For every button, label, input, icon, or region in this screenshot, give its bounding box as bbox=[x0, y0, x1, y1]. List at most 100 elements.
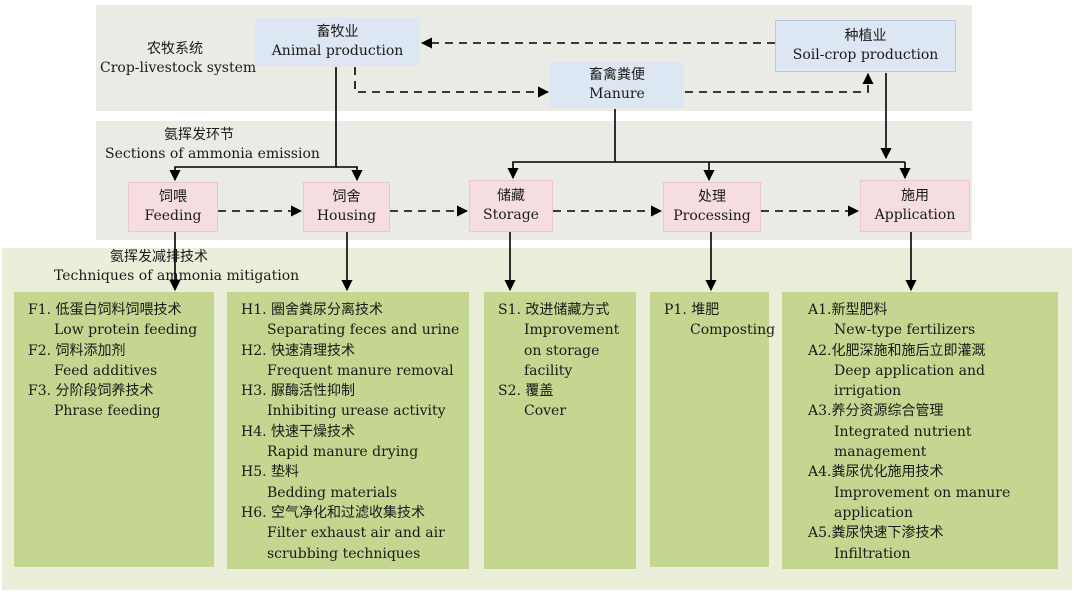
feeding-tech-item: F1. 低蛋白饲料饲喂技术 Low protein feeding bbox=[28, 300, 208, 341]
tech-en: Infiltration bbox=[834, 545, 911, 562]
tech-code: S1. bbox=[498, 302, 521, 318]
tech-code: H2. bbox=[241, 342, 267, 359]
tech-en: Composting bbox=[690, 322, 776, 339]
tech-code: S2. bbox=[498, 383, 521, 400]
tech-code: F2. bbox=[28, 342, 52, 359]
feeding-tech-item: F2. 饲料添加剂 Feed additives bbox=[28, 341, 208, 382]
application-node: 施用 Application bbox=[860, 180, 970, 232]
tech-code: A2. bbox=[808, 342, 832, 359]
tech-zh: 改进储藏方式 bbox=[525, 302, 610, 318]
feeding-en: Feeding bbox=[144, 208, 202, 224]
storage-zh: 储藏 bbox=[497, 188, 525, 204]
housing-en: Housing bbox=[316, 208, 377, 224]
tech-en: Improvement on storage facility bbox=[524, 322, 620, 379]
manure-zh: 畜禽粪便 bbox=[589, 67, 645, 83]
tech-en: Deep application and irrigation bbox=[834, 362, 985, 400]
tech-en: Cover bbox=[524, 403, 567, 420]
application-en: Application bbox=[874, 207, 956, 223]
storage-en: Storage bbox=[483, 207, 539, 223]
tech-en: Phrase feeding bbox=[54, 403, 161, 420]
arrow-animal-to-manure bbox=[354, 67, 550, 98]
tech-code: H1. bbox=[241, 302, 267, 318]
line-animal-split bbox=[169, 67, 337, 182]
tech-zh: 圈舍粪尿分离技术 bbox=[271, 302, 384, 318]
feeding-techniques-box: F1. 低蛋白饲料饲喂技术 Low protein feeding F2. 饲料添… bbox=[14, 292, 214, 567]
manure-en: Manure bbox=[589, 86, 645, 102]
tech-zh: 快速清理技术 bbox=[271, 342, 356, 359]
application-tech-item: A2.化肥深施和施后立即灌溉 Deep application and irrig… bbox=[808, 341, 1052, 402]
tech-zh: 快速干燥技术 bbox=[271, 423, 356, 440]
housing-tech-item: H4. 快速干燥技术 Rapid manure drying bbox=[241, 422, 463, 463]
tech-zh: 垫料 bbox=[271, 464, 300, 481]
system-label: 农牧系统 Crop-livestock system bbox=[100, 40, 257, 78]
soil-crop-production-zh: 种植业 bbox=[844, 28, 887, 44]
animal-production-en: Animal production bbox=[271, 43, 404, 59]
tech-zh: 养分资源综合管理 bbox=[831, 403, 944, 420]
sections-label-en: Sections of ammonia emission bbox=[105, 146, 320, 162]
feeding-zh: 饲喂 bbox=[159, 189, 187, 205]
tech-zh: 空气净化和过滤收集技术 bbox=[271, 504, 426, 521]
application-zh: 施用 bbox=[901, 188, 929, 204]
animal-production-zh: 畜牧业 bbox=[316, 24, 359, 40]
tech-en: New-type fertilizers bbox=[834, 322, 976, 339]
techniques-label-en: Techniques of ammonia mitigation bbox=[54, 268, 300, 284]
arrow-manure-to-soil bbox=[685, 72, 874, 93]
tech-en: Separating feces and urine bbox=[267, 322, 460, 339]
tech-code: H5. bbox=[241, 464, 267, 481]
tech-code: H6. bbox=[241, 504, 267, 521]
animal-production-node: 畜牧业 Animal production bbox=[255, 18, 420, 66]
tech-zh: 粪尿快速下渗技术 bbox=[831, 525, 944, 542]
tech-en: Bedding materials bbox=[267, 484, 398, 501]
housing-zh: 饲舍 bbox=[332, 189, 361, 205]
housing-tech-item: H1. 圈舍粪尿分离技术 Separating feces and urine bbox=[241, 300, 463, 341]
feeding-tech-item: F3. 分阶段饲养技术 Phrase feeding bbox=[28, 381, 208, 422]
techniques-label: 氨挥发减排技术 Techniques of ammonia mitigation bbox=[54, 248, 300, 286]
tech-code: H4. bbox=[241, 423, 267, 440]
tech-code: A4. bbox=[808, 464, 832, 481]
tech-zh: 饲料添加剂 bbox=[55, 342, 126, 359]
tech-zh: 新型肥料 bbox=[831, 302, 888, 318]
tech-code: A1. bbox=[808, 302, 832, 318]
application-techniques-box: A1.新型肥料 New-type fertilizers A2.化肥深施和施后立即… bbox=[782, 292, 1058, 569]
application-tech-item: A3.养分资源综合管理 Integrated nutrient managemen… bbox=[808, 401, 1052, 462]
tech-zh: 分阶段饲养技术 bbox=[55, 383, 154, 400]
feeding-node: 饲喂 Feeding bbox=[128, 182, 218, 232]
housing-techniques-box: H1. 圈舍粪尿分离技术 Separating feces and urine H… bbox=[227, 292, 469, 569]
tech-en: Feed additives bbox=[54, 362, 158, 379]
tech-zh: 粪尿优化施用技术 bbox=[831, 464, 944, 481]
arrow-to-storage bbox=[507, 161, 905, 180]
processing-en: Processing bbox=[673, 208, 751, 224]
soil-crop-production-en: Soil-crop production bbox=[792, 47, 939, 63]
sections-label-zh: 氨挥发环节 bbox=[164, 127, 234, 143]
tech-zh: 脲酶活性抑制 bbox=[271, 383, 356, 400]
tech-code: A3. bbox=[808, 403, 832, 420]
tech-en: Rapid manure drying bbox=[267, 444, 419, 461]
processing-zh: 处理 bbox=[698, 189, 726, 205]
application-tech-item: A5.粪尿快速下渗技术 Infiltration bbox=[808, 523, 1052, 564]
tech-zh: 低蛋白饲料饲喂技术 bbox=[55, 302, 182, 318]
tech-code: H3. bbox=[241, 383, 267, 400]
techniques-label-zh: 氨挥发减排技术 bbox=[110, 249, 208, 265]
soil-crop-production-node: 种植业 Soil-crop production bbox=[775, 20, 956, 72]
tech-en: Low protein feeding bbox=[54, 322, 198, 339]
tech-zh: 堆肥 bbox=[691, 302, 720, 318]
tech-code: F3. bbox=[28, 383, 52, 400]
tech-en: Improvement on manure application bbox=[834, 484, 1011, 521]
tech-zh: 化肥深施和施后立即灌溉 bbox=[831, 342, 986, 359]
tech-code: A5. bbox=[808, 525, 832, 542]
storage-node: 储藏 Storage bbox=[469, 180, 553, 232]
manure-node: 畜禽粪便 Manure bbox=[550, 62, 684, 108]
tech-code: F1. bbox=[28, 302, 52, 318]
system-label-zh: 农牧系统 bbox=[147, 41, 203, 57]
housing-node: 饲舍 Housing bbox=[303, 182, 390, 232]
tech-en: Integrated nutrient management bbox=[834, 423, 972, 461]
processing-node: 处理 Processing bbox=[663, 182, 761, 232]
application-tech-item: A1.新型肥料 New-type fertilizers bbox=[808, 300, 1052, 341]
system-label-en: Crop-livestock system bbox=[100, 60, 257, 76]
